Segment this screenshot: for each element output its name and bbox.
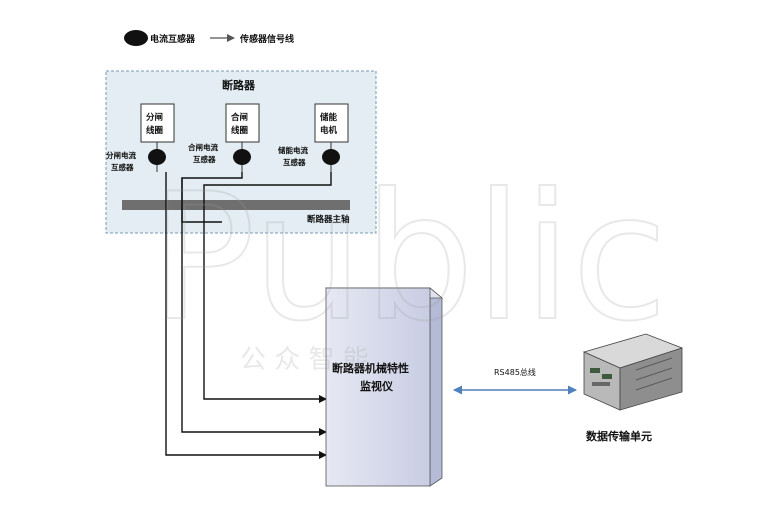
current-transformer-legend-icon bbox=[124, 30, 148, 46]
open-ct-label-1: 分闸电流 bbox=[106, 150, 136, 160]
monitor-front-face bbox=[325, 287, 431, 487]
dtu-panel-slot-2 bbox=[602, 374, 612, 379]
close-coil-box bbox=[225, 103, 260, 143]
dtu-side-rib-2 bbox=[635, 367, 673, 381]
legend: 电流互感器 传感器信号线 bbox=[124, 30, 294, 46]
open-coil-box bbox=[140, 103, 175, 143]
close-coil-label-1: 合闸 bbox=[230, 112, 248, 123]
storage-ct-label-1: 储能电流 bbox=[278, 145, 308, 155]
storage-motor-box bbox=[314, 103, 349, 143]
dtu-side-face bbox=[619, 347, 683, 411]
watermark: Public 公 众 智 能 bbox=[149, 156, 669, 375]
dtu-side-rib-1 bbox=[635, 357, 673, 371]
signal-line-close-b bbox=[181, 178, 222, 223]
storage-current-transformer-icon bbox=[322, 149, 340, 165]
dtu-side-rib-3 bbox=[635, 377, 673, 391]
watermark-small-text: 公 众 智 能 bbox=[240, 345, 369, 375]
storage-ct-label-2: 互感器 bbox=[283, 157, 306, 167]
open-coil-label-2: 线圈 bbox=[146, 125, 163, 136]
open-current-transformer-icon bbox=[148, 149, 166, 165]
breaker-title: 断路器 bbox=[222, 78, 256, 92]
legend-signal-line-label: 传感器信号线 bbox=[239, 33, 294, 45]
rs485-bus-label: RS485总线 bbox=[494, 367, 536, 377]
open-ct-label-2: 互感器 bbox=[111, 162, 134, 172]
monitor-label-2: 监视仪 bbox=[360, 379, 394, 393]
dtu-panel-slot-3 bbox=[592, 382, 610, 386]
signal-lines bbox=[165, 172, 332, 459]
monitor-device: 断路器机械特性 监视仪 bbox=[324, 287, 444, 487]
close-current-transformer-icon bbox=[233, 149, 251, 165]
monitor-label-1: 断路器机械特性 bbox=[332, 361, 409, 375]
storage-motor-label-2: 电机 bbox=[320, 125, 338, 136]
close-ct-label-1: 合闸电流 bbox=[188, 142, 218, 152]
rs485-link: RS485总线 bbox=[453, 367, 577, 395]
open-coil-label-1: 分闸 bbox=[146, 112, 163, 123]
legend-current-transformer-label: 电流互感器 bbox=[150, 33, 196, 45]
dtu-label: 数据传输单元 bbox=[586, 429, 652, 443]
main-shaft-label: 断路器主轴 bbox=[307, 214, 350, 225]
storage-motor-label-1: 储能 bbox=[319, 112, 338, 123]
data-transmission-unit: 数据传输单元 bbox=[582, 333, 684, 443]
signal-line-open bbox=[165, 172, 327, 459]
dtu-panel-slot-1 bbox=[590, 368, 600, 373]
signal-line-storage bbox=[203, 172, 332, 403]
breaker-panel: 断路器 分闸 线圈 合闸 线圈 储能 电机 分闸电流 互感器 合闸电流 互感器 … bbox=[105, 70, 377, 234]
close-coil-label-2: 线圈 bbox=[231, 125, 248, 136]
breaker-main-shaft bbox=[122, 200, 350, 210]
watermark-big-text: Public bbox=[150, 157, 668, 360]
close-ct-label-2: 互感器 bbox=[193, 154, 216, 164]
